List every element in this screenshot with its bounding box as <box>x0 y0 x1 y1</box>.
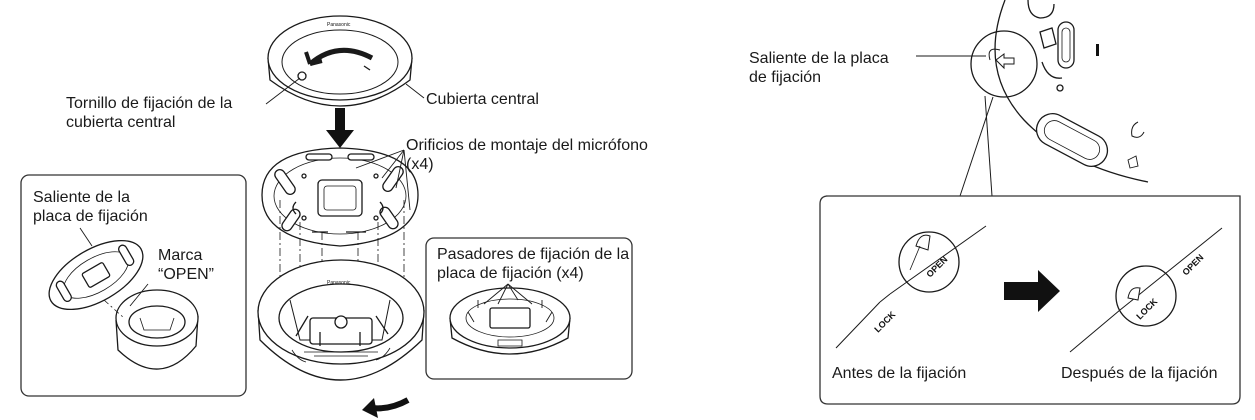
left-inset-box <box>20 174 247 397</box>
brand-mark-top: Panasonic <box>327 22 351 28</box>
label-after-fixing: Después de la fijación <box>1061 365 1218 382</box>
down-arrow <box>326 108 354 148</box>
open-mark-before: OPEN <box>924 254 949 279</box>
label-center-cover: Cubierta central <box>426 91 539 108</box>
rotate-arrow-icon <box>362 397 410 418</box>
right-arrow <box>1004 270 1060 312</box>
middle-inset-box <box>425 237 633 380</box>
lock-mark-before: LOCK <box>872 309 897 334</box>
label-mic-mounting-holes: Orificios de montaje del micrófono (x4) <box>406 137 648 173</box>
label-plate-tab-left: Saliente de la placa de fijación <box>33 189 148 225</box>
right-comparison-box <box>819 195 1241 405</box>
label-plate-tab-right: Saliente de la placa de fijación <box>749 50 889 86</box>
plate-edge-detail <box>916 0 1149 197</box>
after-detail <box>1069 227 1223 353</box>
label-center-cover-screw: Tornillo de fijación de la cubierta cent… <box>66 95 233 131</box>
label-open-mark: Marca “OPEN” <box>158 247 214 283</box>
brand-mark-bottom: Panasonic <box>327 280 351 286</box>
open-mark-after: OPEN <box>1180 252 1205 277</box>
label-before-fixing: Antes de la fijación <box>832 365 967 382</box>
before-detail <box>835 225 987 349</box>
leader-lines-center <box>265 77 425 211</box>
center-cover-illustration <box>267 15 413 107</box>
camera-body-illustration <box>257 259 425 381</box>
mounting-plate-illustration <box>261 147 419 247</box>
label-fixing-pins: Pasadores de fijación de la placa de fij… <box>437 246 630 282</box>
lock-mark-after: LOCK <box>1134 296 1159 321</box>
